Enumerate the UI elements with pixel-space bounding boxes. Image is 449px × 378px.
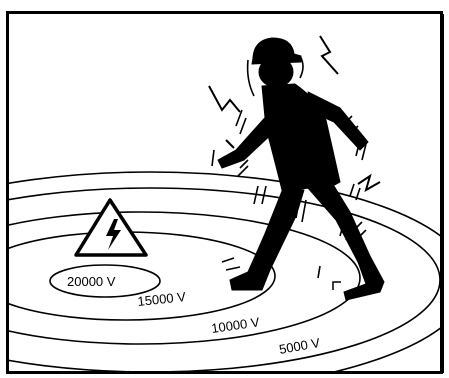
label-5000v: 5000 V xyxy=(278,335,322,357)
label-20000v: 20000 V xyxy=(67,274,116,289)
high-voltage-warning-icon xyxy=(76,200,146,255)
label-10000v: 10000 V xyxy=(210,314,260,336)
ring-10000v xyxy=(0,212,360,344)
